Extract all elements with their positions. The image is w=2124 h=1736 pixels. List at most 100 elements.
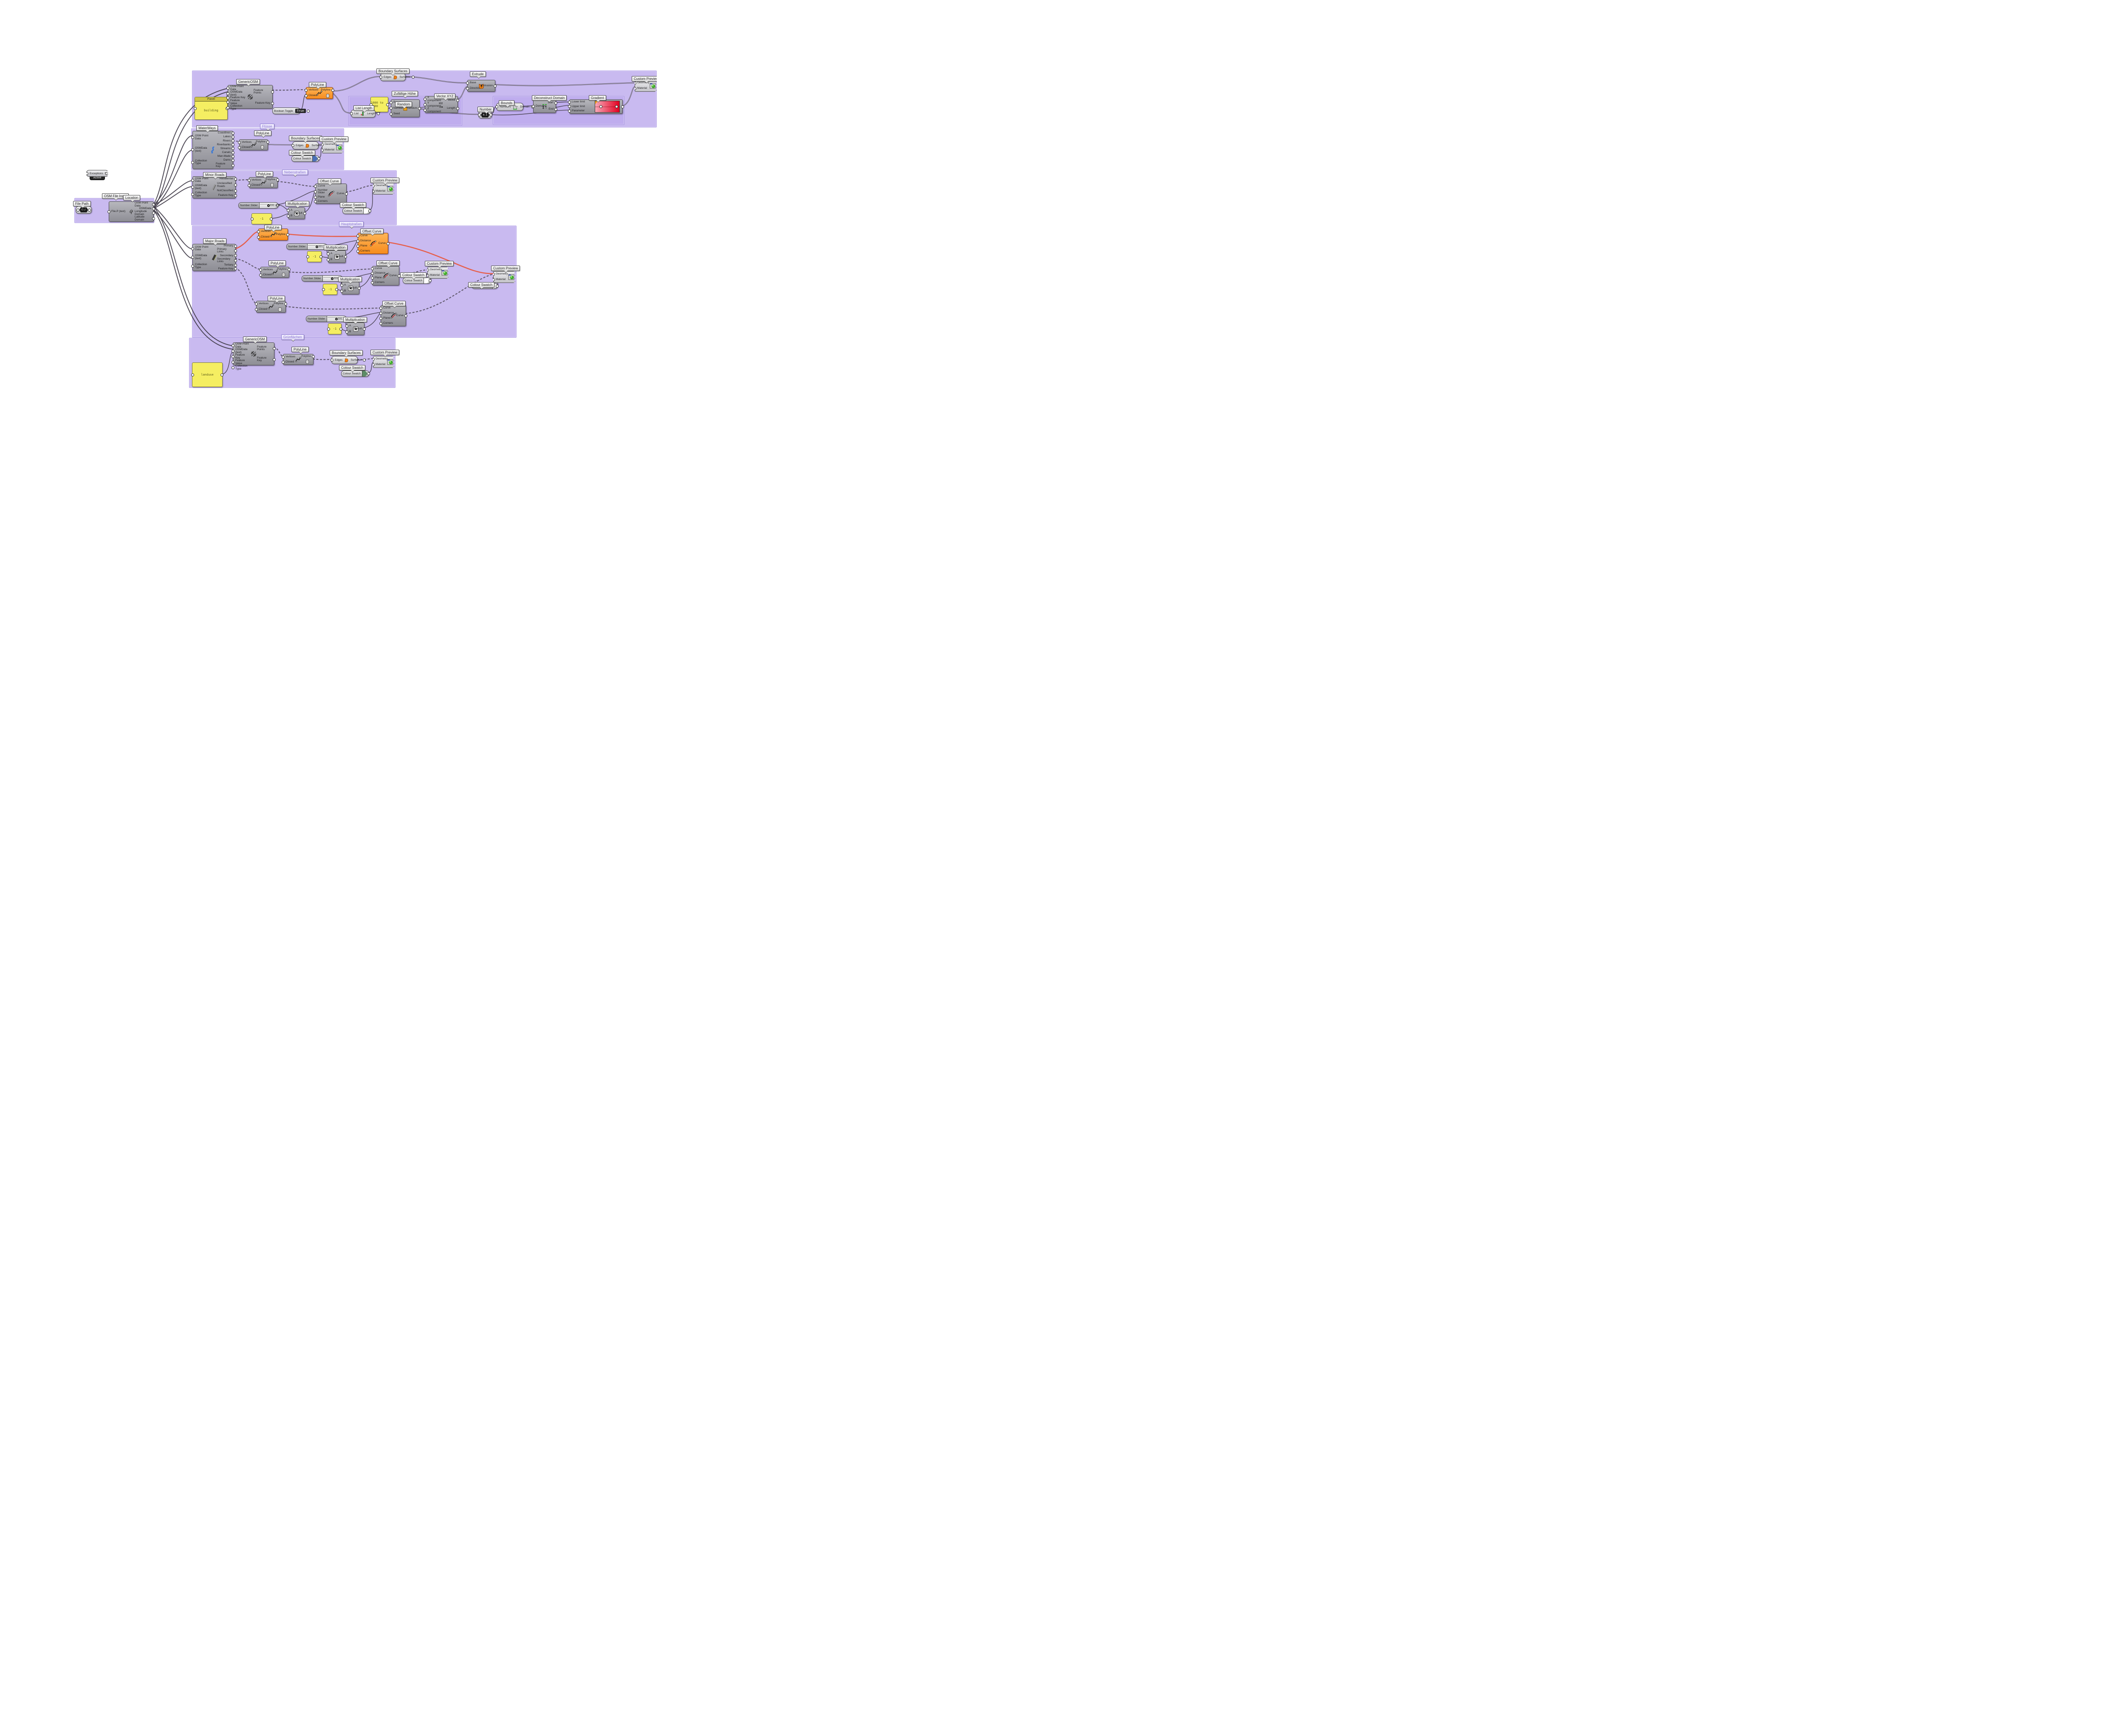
input-port[interactable] <box>466 82 469 85</box>
input-port[interactable] <box>340 283 343 287</box>
output-port[interactable] <box>319 255 322 258</box>
input-port[interactable] <box>379 306 382 310</box>
input-port[interactable] <box>191 148 194 152</box>
number-param[interactable]: 0.1 <box>478 111 492 119</box>
panel-text[interactable]: building <box>204 109 218 112</box>
output-port[interactable] <box>377 112 380 115</box>
slider-track[interactable]: 331.200 <box>326 316 348 322</box>
input-port[interactable] <box>327 258 330 261</box>
input-port[interactable] <box>371 277 374 280</box>
colour-swatch-waterways[interactable]: Colour Swatch <box>291 156 320 162</box>
output-port[interactable] <box>554 108 557 111</box>
input-port[interactable] <box>356 249 359 253</box>
input-port[interactable] <box>327 252 330 255</box>
input-port[interactable] <box>255 308 258 311</box>
output-port[interactable] <box>88 208 91 212</box>
output-port[interactable] <box>368 209 371 212</box>
colour-swatch-major-mid[interactable]: Colour Swatch <box>403 277 432 284</box>
input-port[interactable] <box>282 360 285 364</box>
input-port[interactable] <box>257 230 260 233</box>
slider-knob[interactable] <box>267 204 270 207</box>
input-port[interactable] <box>495 105 498 108</box>
output-port[interactable] <box>232 143 234 147</box>
output-port[interactable] <box>234 178 237 181</box>
input-port[interactable] <box>232 344 234 347</box>
input-port[interactable] <box>226 92 229 95</box>
input-port[interactable] <box>76 208 79 212</box>
output-port[interactable] <box>496 284 499 288</box>
flatten-button[interactable]: ↓ <box>260 145 264 149</box>
panel-text[interactable]: -1 <box>328 288 332 291</box>
output-port[interactable] <box>418 107 421 110</box>
output-port[interactable] <box>152 212 155 215</box>
colour-swatch-minor[interactable]: Colour Swatch <box>342 208 371 214</box>
output-port[interactable] <box>456 107 459 110</box>
exceptions[interactable]: Exceptions <box>86 170 108 177</box>
output-port[interactable] <box>270 218 273 221</box>
output-port[interactable] <box>232 132 234 135</box>
flatten-button[interactable]: ↓ <box>278 307 282 311</box>
input-port[interactable] <box>191 136 194 139</box>
input-port[interactable] <box>306 255 309 258</box>
output-port[interactable] <box>234 263 237 267</box>
output-port[interactable] <box>234 184 237 187</box>
output-port[interactable] <box>344 255 347 258</box>
input-port[interactable] <box>238 141 241 144</box>
input-port[interactable] <box>85 172 88 175</box>
input-port[interactable] <box>356 244 359 248</box>
output-port[interactable] <box>429 279 432 282</box>
input-port[interactable] <box>356 239 359 243</box>
output-port[interactable] <box>489 113 492 116</box>
input-port[interactable] <box>327 328 330 331</box>
input-port[interactable] <box>305 94 308 97</box>
output-port[interactable] <box>271 102 274 105</box>
flatten-button[interactable]: ↓ <box>282 273 285 277</box>
output-port[interactable] <box>273 358 276 361</box>
input-port[interactable] <box>191 193 194 196</box>
input-port[interactable] <box>287 215 290 218</box>
panel-text[interactable]: -1 <box>260 217 264 221</box>
input-port[interactable] <box>191 161 194 164</box>
output-port[interactable] <box>234 249 237 252</box>
panel-landuse[interactable]: landuse <box>191 362 223 387</box>
input-port[interactable] <box>322 288 325 291</box>
input-port[interactable] <box>232 350 234 353</box>
input-port[interactable] <box>194 107 197 110</box>
output-port[interactable] <box>456 99 459 102</box>
input-port[interactable] <box>314 200 317 203</box>
output-port[interactable] <box>339 328 342 331</box>
input-port[interactable] <box>251 218 254 221</box>
input-port[interactable] <box>379 322 382 325</box>
output-port[interactable] <box>494 84 497 88</box>
input-port[interactable] <box>314 195 317 199</box>
output-port[interactable] <box>152 203 155 206</box>
input-port[interactable] <box>248 178 251 182</box>
output-port[interactable] <box>306 109 310 113</box>
slider-track[interactable]: 331.200 <box>307 244 328 249</box>
panel-minus1-major-1[interactable]: -1 <box>306 251 322 262</box>
panel-text[interactable]: 1000 to 2000 <box>371 101 384 108</box>
output-port[interactable] <box>232 155 234 158</box>
flatten-button[interactable]: ↓ <box>326 93 330 98</box>
input-port[interactable] <box>466 87 469 90</box>
input-port[interactable] <box>248 184 251 187</box>
output-port[interactable] <box>276 178 279 181</box>
output-port[interactable] <box>331 88 334 92</box>
